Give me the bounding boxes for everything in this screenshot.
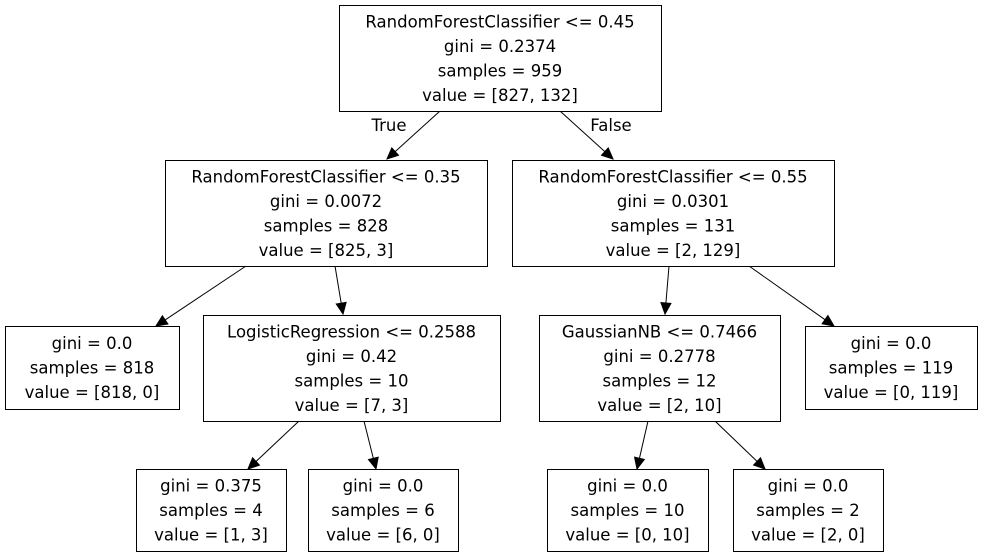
node-text-line: gini = 0.0	[52, 334, 133, 353]
node-text-line: samples = 818	[30, 359, 154, 378]
arrowhead-icon	[335, 301, 347, 316]
node-box	[203, 315, 501, 422]
arrowhead-icon	[154, 314, 169, 327]
tree-edge: False	[559, 110, 632, 160]
node-text-line: samples = 2	[756, 501, 859, 520]
edge-line	[638, 420, 649, 459]
node-text-line: RandomForestClassifier <= 0.45	[365, 12, 634, 31]
node-text-line: gini = 0.0	[343, 477, 424, 496]
node-text-line: value = [825, 3]	[259, 241, 394, 260]
node-text-line: value = [1, 3]	[154, 526, 268, 545]
leaf-node: gini = 0.0 samples = 818 value = [818, 0]	[5, 326, 180, 410]
node-text-line: samples = 12	[603, 371, 717, 390]
edge-line	[334, 265, 342, 304]
node-text-line: gini = 0.0	[851, 334, 932, 353]
tree-edge	[154, 265, 247, 327]
tree-edge	[363, 420, 379, 471]
edge-line	[363, 420, 374, 459]
edge-line	[665, 265, 670, 304]
node-text-line: value = [0, 119]	[824, 383, 959, 402]
node-text-line: value = [7, 3]	[295, 396, 409, 415]
node-box	[308, 469, 459, 552]
node-box	[5, 326, 180, 410]
node-box	[539, 315, 781, 422]
node-box	[512, 160, 835, 267]
node-text-line: RandomForestClassifier <= 0.35	[191, 167, 460, 186]
arrowhead-icon	[821, 314, 835, 327]
leaf-node: gini = 0.0 samples = 2 value = [2, 0]	[733, 469, 884, 552]
node-text-line: value = [6, 0]	[326, 526, 440, 545]
leaf-node: gini = 0.0 samples = 10 value = [0, 10]	[547, 469, 709, 552]
split-node: RandomForestClassifier <= 0.45 gini = 0.2…	[339, 5, 662, 112]
node-text-line: samples = 131	[611, 216, 735, 235]
node-text-line: value = [2, 10]	[597, 396, 721, 415]
node-text-line: gini = 0.2374	[444, 37, 556, 56]
node-text-line: gini = 0.0301	[617, 192, 729, 211]
tree-edge	[633, 420, 649, 471]
node-text-line: gini = 0.375	[160, 477, 262, 496]
node-text-line: gini = 0.2778	[603, 347, 715, 366]
leaf-node: gini = 0.0 samples = 6 value = [6, 0]	[308, 469, 459, 552]
split-node: LogisticRegression <= 0.2588 gini = 0.42 s…	[203, 315, 501, 422]
tree-edge: True	[370, 110, 441, 160]
node-text-line: samples = 6	[331, 501, 434, 520]
node-box	[547, 469, 709, 552]
split-node: RandomForestClassifier <= 0.55 gini = 0.0…	[512, 160, 835, 267]
node-text-line: samples = 959	[438, 61, 562, 80]
arrowhead-icon	[633, 456, 646, 471]
edge-line	[255, 420, 300, 462]
leaf-node: gini = 0.375 samples = 4 value = [1, 3]	[136, 469, 287, 552]
tree-edges: True False	[154, 110, 835, 471]
arrowhead-icon	[247, 456, 261, 470]
node-text-line: samples = 10	[571, 501, 685, 520]
node-box	[136, 469, 287, 552]
split-node: GaussianNB <= 0.7466 gini = 0.2778 samples…	[539, 315, 781, 422]
edge-label: True	[370, 116, 406, 135]
node-text-line: gini = 0.42	[306, 347, 397, 366]
node-text-line: gini = 0.0	[587, 477, 668, 496]
node-box	[733, 469, 884, 552]
node-text-line: samples = 119	[829, 359, 953, 378]
arrowhead-icon	[386, 146, 400, 160]
node-text-line: RandomForestClassifier <= 0.55	[538, 167, 807, 186]
tree-nodes: RandomForestClassifier <= 0.45 gini = 0.2…	[5, 5, 978, 552]
tree-edge	[660, 265, 672, 316]
arrowhead-icon	[367, 456, 379, 471]
split-node: RandomForestClassifier <= 0.35 gini = 0.0…	[165, 160, 488, 267]
node-text-line: value = [818, 0]	[25, 383, 160, 402]
tree-edge	[748, 265, 835, 327]
edge-line	[714, 420, 758, 462]
arrowhead-icon	[660, 302, 672, 316]
node-text-line: value = [2, 129]	[606, 241, 741, 260]
node-text-line: value = [2, 0]	[751, 526, 865, 545]
tree-edge	[714, 420, 766, 470]
edge-label: False	[590, 116, 631, 135]
node-box	[339, 5, 662, 112]
arrowhead-icon	[600, 146, 614, 160]
node-text-line: value = [827, 132]	[422, 86, 578, 105]
tree-edge	[334, 265, 347, 316]
node-box	[165, 160, 488, 267]
node-box	[805, 326, 978, 410]
node-text-line: value = [0, 10]	[565, 526, 689, 545]
arrowhead-icon	[752, 456, 766, 470]
node-text-line: LogisticRegression <= 0.2588	[227, 322, 476, 341]
edge-line	[394, 110, 441, 152]
node-text-line: samples = 828	[264, 216, 388, 235]
edge-line	[748, 265, 826, 321]
node-text-line: gini = 0.0	[768, 477, 849, 496]
node-text-line: GaussianNB <= 0.7466	[562, 322, 757, 341]
edge-line	[164, 265, 247, 321]
node-text-line: gini = 0.0072	[270, 192, 382, 211]
edge-line	[559, 110, 606, 152]
tree-edge	[247, 420, 300, 470]
node-text-line: samples = 10	[295, 371, 409, 390]
leaf-node: gini = 0.0 samples = 119 value = [0, 119]	[805, 326, 978, 410]
node-text-line: samples = 4	[159, 501, 262, 520]
